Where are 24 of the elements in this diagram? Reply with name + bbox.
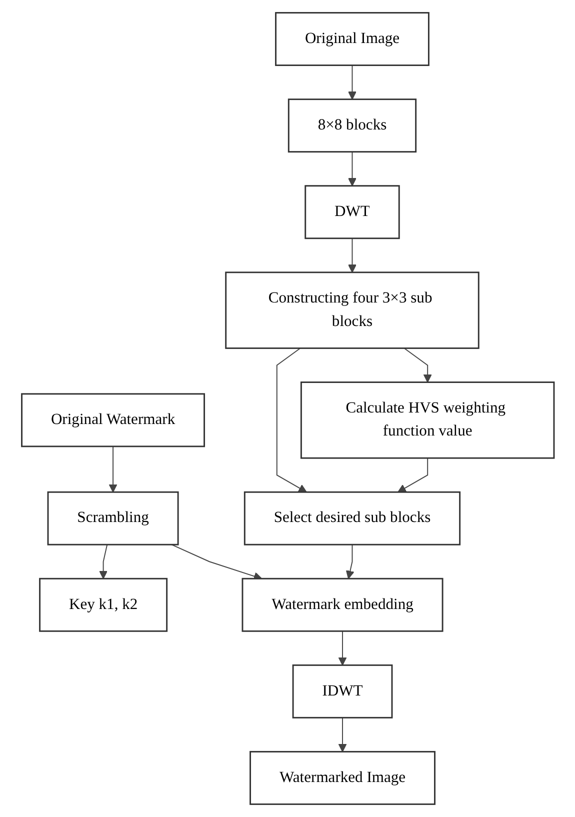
arrow bbox=[348, 151, 356, 186]
node-box: Constructing four 3×3 sub blocks bbox=[224, 272, 479, 349]
arrow bbox=[338, 630, 346, 666]
node-box: Key k1, k2 bbox=[38, 578, 168, 632]
arrow bbox=[108, 446, 117, 492]
node-box: Watermark embedding bbox=[241, 578, 443, 632]
node-box: 8×8 blocks bbox=[288, 98, 416, 153]
arrow bbox=[98, 544, 108, 580]
node-box: Calculate HVS weighting function value bbox=[300, 382, 554, 459]
node-box: Select desired sub blocks bbox=[244, 491, 460, 546]
arrow bbox=[170, 544, 262, 580]
arrow bbox=[397, 458, 428, 492]
arrow bbox=[276, 348, 307, 492]
arrow bbox=[348, 64, 356, 100]
node-box: Original Image bbox=[274, 12, 430, 66]
arrow bbox=[348, 238, 356, 273]
arrow bbox=[346, 544, 354, 580]
node-box: Scrambling bbox=[46, 491, 178, 546]
node-box: DWT bbox=[304, 185, 400, 240]
node-box: IDWT bbox=[292, 664, 392, 718]
node-box: Watermarked Image bbox=[249, 750, 436, 805]
node-box: Original Watermark bbox=[20, 393, 205, 448]
arrow bbox=[403, 348, 432, 383]
arrow bbox=[338, 717, 346, 752]
